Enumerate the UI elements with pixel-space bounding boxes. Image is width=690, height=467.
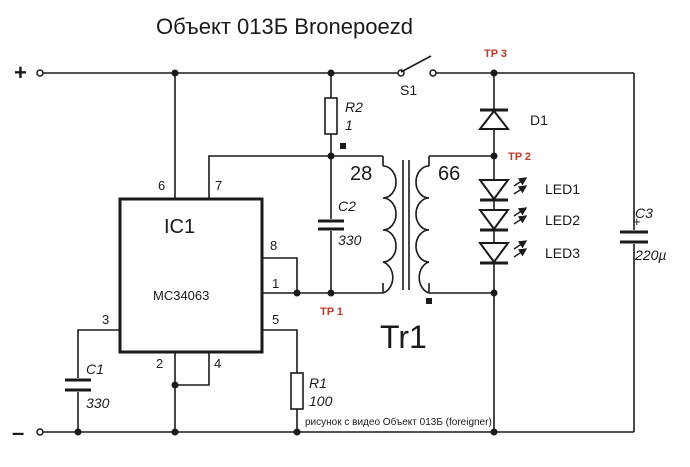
c3-polarity: + (633, 214, 641, 229)
capacitor-c3: + C3 220µ (610, 205, 666, 263)
pin-8-label: 8 (270, 238, 277, 253)
c2-value: 330 (338, 232, 362, 248)
pin-3-label: 3 (102, 312, 109, 327)
c3-value: 220µ (634, 247, 666, 263)
pin-4-label: 4 (214, 356, 221, 371)
c2-label: C2 (338, 198, 356, 214)
r2-label: R2 (345, 99, 363, 115)
d1-label: D1 (530, 112, 548, 128)
led-string: LED1 LED2 LED3 (478, 156, 580, 432)
c3-label: C3 (635, 205, 653, 221)
tp2-label: TP 2 (508, 151, 531, 163)
minus-terminal (36, 428, 44, 436)
pin-5-label: 5 (272, 312, 279, 327)
led-3: LED3 (478, 240, 580, 265)
switch-s1: S1 (397, 55, 437, 98)
capacitor-c1: C1 330 (65, 361, 110, 411)
tp3-label: TP 3 (484, 48, 507, 60)
led-1: LED1 (478, 177, 580, 202)
ground-rail: – (12, 420, 634, 445)
ic-name: IC1 (164, 216, 195, 238)
led-2: LED2 (478, 207, 580, 232)
plus-terminal (36, 69, 44, 77)
tr1-label: Tr1 (380, 319, 427, 355)
led3-label: LED3 (545, 245, 580, 261)
led1-label: LED1 (545, 181, 580, 197)
pin-1-label: 1 (272, 276, 279, 291)
ic-part: MC34063 (153, 288, 209, 303)
resistor-r2: R2 1 (324, 73, 363, 156)
pin-2-label: 2 (156, 356, 163, 371)
tr1-primary-turns: 28 (350, 163, 372, 185)
diagram-title: Объект 013Б Bronepoezd (156, 14, 413, 39)
tp1-label: TP 1 (320, 306, 343, 318)
capacitor-c2: C2 330 (318, 156, 362, 293)
ic-wiring (77, 73, 383, 432)
c1-label: C1 (86, 361, 104, 377)
tr1-secondary-turns: 66 (438, 163, 460, 185)
r1-value: 100 (309, 393, 333, 409)
r1-label: R1 (309, 375, 327, 391)
minus-terminal-label: – (12, 420, 24, 445)
diode-d1: D1 (477, 73, 548, 160)
pin-7-label: 7 (215, 178, 222, 193)
transformer-tr1: 28 66 Tr1 (331, 143, 494, 355)
resistor-r1: R1 100 (290, 372, 333, 410)
led2-label: LED2 (545, 212, 580, 228)
c1-value: 330 (86, 395, 110, 411)
credit-caption: рисунок с видео Объект 013Б (foreigner) (305, 416, 492, 428)
ic1-mc34063: IC1 MC34063 6 7 8 1 5 3 2 4 (102, 178, 279, 371)
s1-label: S1 (400, 82, 417, 98)
pin-6-label: 6 (158, 178, 165, 193)
r2-value: 1 (345, 117, 353, 133)
plus-terminal-label: + (14, 60, 27, 85)
